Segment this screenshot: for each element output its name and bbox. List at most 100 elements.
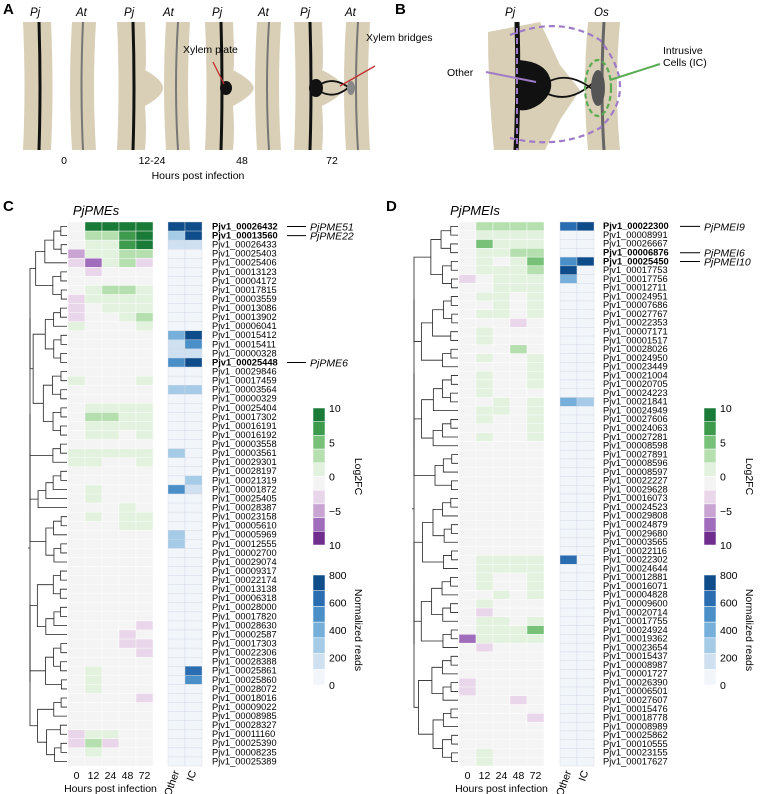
gene-id-label: Pjv1_00012711 [603, 283, 667, 293]
fc-cell [118, 330, 137, 341]
legend-swatch [703, 448, 717, 464]
fc-cell [84, 629, 103, 640]
gene-id-label: Pjv1_00009022 [212, 702, 277, 712]
dendrogram-branch [442, 353, 458, 368]
fc-cell [492, 669, 511, 679]
fc-cell [492, 274, 511, 284]
dendrogram-branch [434, 465, 452, 486]
fc-cell [458, 449, 477, 460]
reads-cell [559, 581, 578, 591]
gene-id-label: Pjv1_00017627 [603, 756, 668, 766]
gene-id-label: Pjv1_00027767 [603, 309, 668, 319]
reads-cell [576, 678, 595, 688]
dendrogram-branch [60, 697, 67, 708]
fc-cell [492, 370, 511, 381]
fc-cell [67, 720, 86, 730]
fc-cell [475, 555, 494, 565]
ic-region-outline [583, 58, 613, 118]
fc-cell [526, 704, 545, 714]
legend-tick-label: 10 [329, 540, 341, 552]
fc-cell [84, 548, 103, 558]
reads-cell [576, 739, 595, 749]
fc-cell [492, 221, 511, 231]
gene-id-label: Pjv1_00015411 [212, 339, 276, 349]
dendrogram-branch [60, 742, 67, 753]
fc-cell [509, 625, 528, 635]
fc-cell [492, 748, 511, 758]
reads-cell [559, 713, 578, 723]
reads-cell [576, 520, 595, 530]
fc-cell [526, 599, 545, 609]
fc-cell [84, 394, 103, 404]
fc-cell [458, 432, 477, 442]
gene-id-label: Pjv1_00003558 [212, 439, 277, 449]
reads-cell [559, 555, 578, 565]
fc-cell [492, 555, 511, 565]
fc-cell [526, 406, 545, 416]
reads-cell [576, 695, 595, 705]
fc-cell [67, 403, 86, 413]
fc-cell [475, 441, 494, 451]
reads-cell [576, 485, 595, 495]
gene-id-label: Pjv1_00021319 [212, 475, 277, 485]
dendrogram-branch [53, 647, 61, 667]
fc-cell [458, 397, 477, 407]
fc-cell [492, 432, 511, 442]
fc-cell [101, 530, 120, 540]
fc-cell [526, 730, 545, 740]
fc-cell [475, 590, 494, 600]
fc-cell [475, 493, 494, 503]
reads-cell [184, 285, 203, 295]
dendrogram-branch [442, 379, 452, 398]
intrusive-cells [591, 70, 605, 106]
gene-id-label: Pjv1_00021841 [603, 397, 668, 407]
reads-cell [576, 704, 595, 714]
reads-cell [184, 539, 203, 549]
dendrogram-branch [52, 575, 61, 595]
dendrogram-branch [60, 289, 67, 300]
fc-cell [84, 666, 103, 676]
fc-cell [475, 634, 494, 644]
fc-cell [458, 458, 477, 468]
gene-id-label: Pjv1_00007171 [603, 326, 668, 336]
fc-cell [67, 629, 86, 640]
gene-id-label: Pjv1_00006876 [603, 248, 669, 258]
fc-cell [492, 318, 511, 328]
fc-cell [475, 686, 494, 697]
fc-cell [458, 695, 477, 705]
fc-cell [135, 593, 154, 604]
reads-cell [184, 729, 203, 740]
gene-id-label: Pjv1_00003559 [212, 294, 277, 304]
legend-tick-label: 400 [720, 625, 738, 637]
dendrogram-branch [442, 502, 458, 517]
reads-cell [184, 675, 203, 685]
reads-cell [167, 330, 186, 341]
reads-cell [576, 274, 595, 284]
legend-tick-label: 0 [720, 680, 726, 692]
gene-id-label: Pjv1_00020705 [603, 379, 668, 389]
legend-tick-label: 0 [329, 680, 335, 692]
fc-cell [526, 493, 545, 503]
reads-cell [167, 638, 186, 649]
fc-cell [101, 666, 120, 676]
fc-cell [67, 457, 86, 468]
dendrogram-branch [418, 680, 434, 735]
dendrogram-branch [450, 296, 458, 306]
fc-cell [509, 634, 528, 644]
reads-cell [167, 258, 186, 268]
reads-cell [576, 660, 595, 670]
reads-cell [184, 439, 203, 449]
fc-cell [458, 739, 477, 749]
fc-cell [475, 642, 494, 653]
gene-id-label: Pjv1_00026433 [212, 240, 277, 250]
fc-cell [118, 702, 137, 712]
reads-cell [576, 581, 595, 591]
gene-id-label: Pjv1_00015412 [212, 330, 277, 340]
gene-id-label: Pjv1_00008989 [603, 721, 668, 731]
fc-cell [475, 379, 494, 389]
fc-cell [84, 466, 103, 477]
fc-cell [475, 221, 494, 231]
fc-cell [509, 748, 528, 758]
fc-cell [492, 686, 511, 697]
fc-cell [84, 258, 103, 268]
